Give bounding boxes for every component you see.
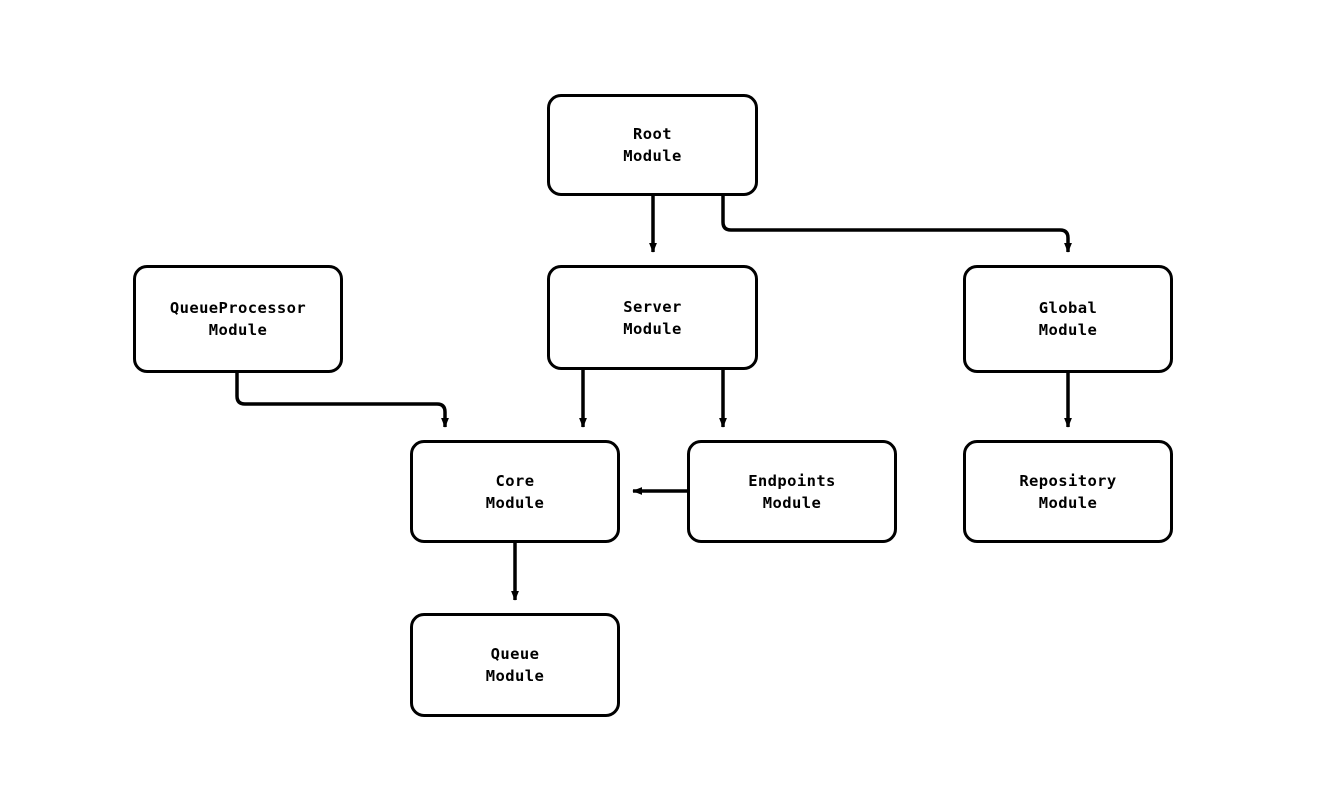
node-repository-module[interactable]: Repository Module	[963, 440, 1173, 543]
node-root-module-subtitle: Module	[623, 147, 682, 165]
node-root-module[interactable]: Root Module	[547, 94, 758, 196]
node-global-module-title: Global	[1038, 299, 1098, 317]
node-core-module-title: Core	[495, 471, 535, 490]
edge-root-to-global	[721, 196, 1072, 253]
node-endpoints-module-subtitle: Module	[762, 493, 822, 512]
node-queueprocessor-module-title: QueueProcessor	[169, 299, 307, 317]
node-core-module[interactable]: Core Module	[410, 440, 620, 543]
node-server-module[interactable]: Server Module	[547, 265, 758, 370]
node-queue-module-subtitle: Module	[485, 667, 545, 685]
node-endpoints-module-title: Endpoints	[748, 471, 836, 490]
node-server-module-subtitle: Module	[623, 319, 682, 338]
node-queueprocessor-module-subtitle: Module	[208, 321, 268, 339]
edge-queueprocessor-to-core	[235, 373, 449, 428]
node-repository-module-title: Repository	[1019, 471, 1117, 490]
node-global-module-subtitle: Module	[1038, 321, 1098, 339]
node-queue-module-title: Queue	[490, 645, 540, 663]
node-server-module-title: Server	[623, 297, 682, 316]
node-endpoints-module[interactable]: Endpoints Module	[687, 440, 897, 543]
node-repository-module-subtitle: Module	[1038, 493, 1098, 512]
node-root-module-title: Root	[633, 125, 672, 143]
node-core-module-subtitle: Module	[485, 493, 545, 512]
node-queueprocessor-module[interactable]: QueueProcessor Module	[133, 265, 343, 373]
node-queue-module[interactable]: Queue Module	[410, 613, 620, 717]
node-global-module[interactable]: Global Module	[963, 265, 1173, 373]
